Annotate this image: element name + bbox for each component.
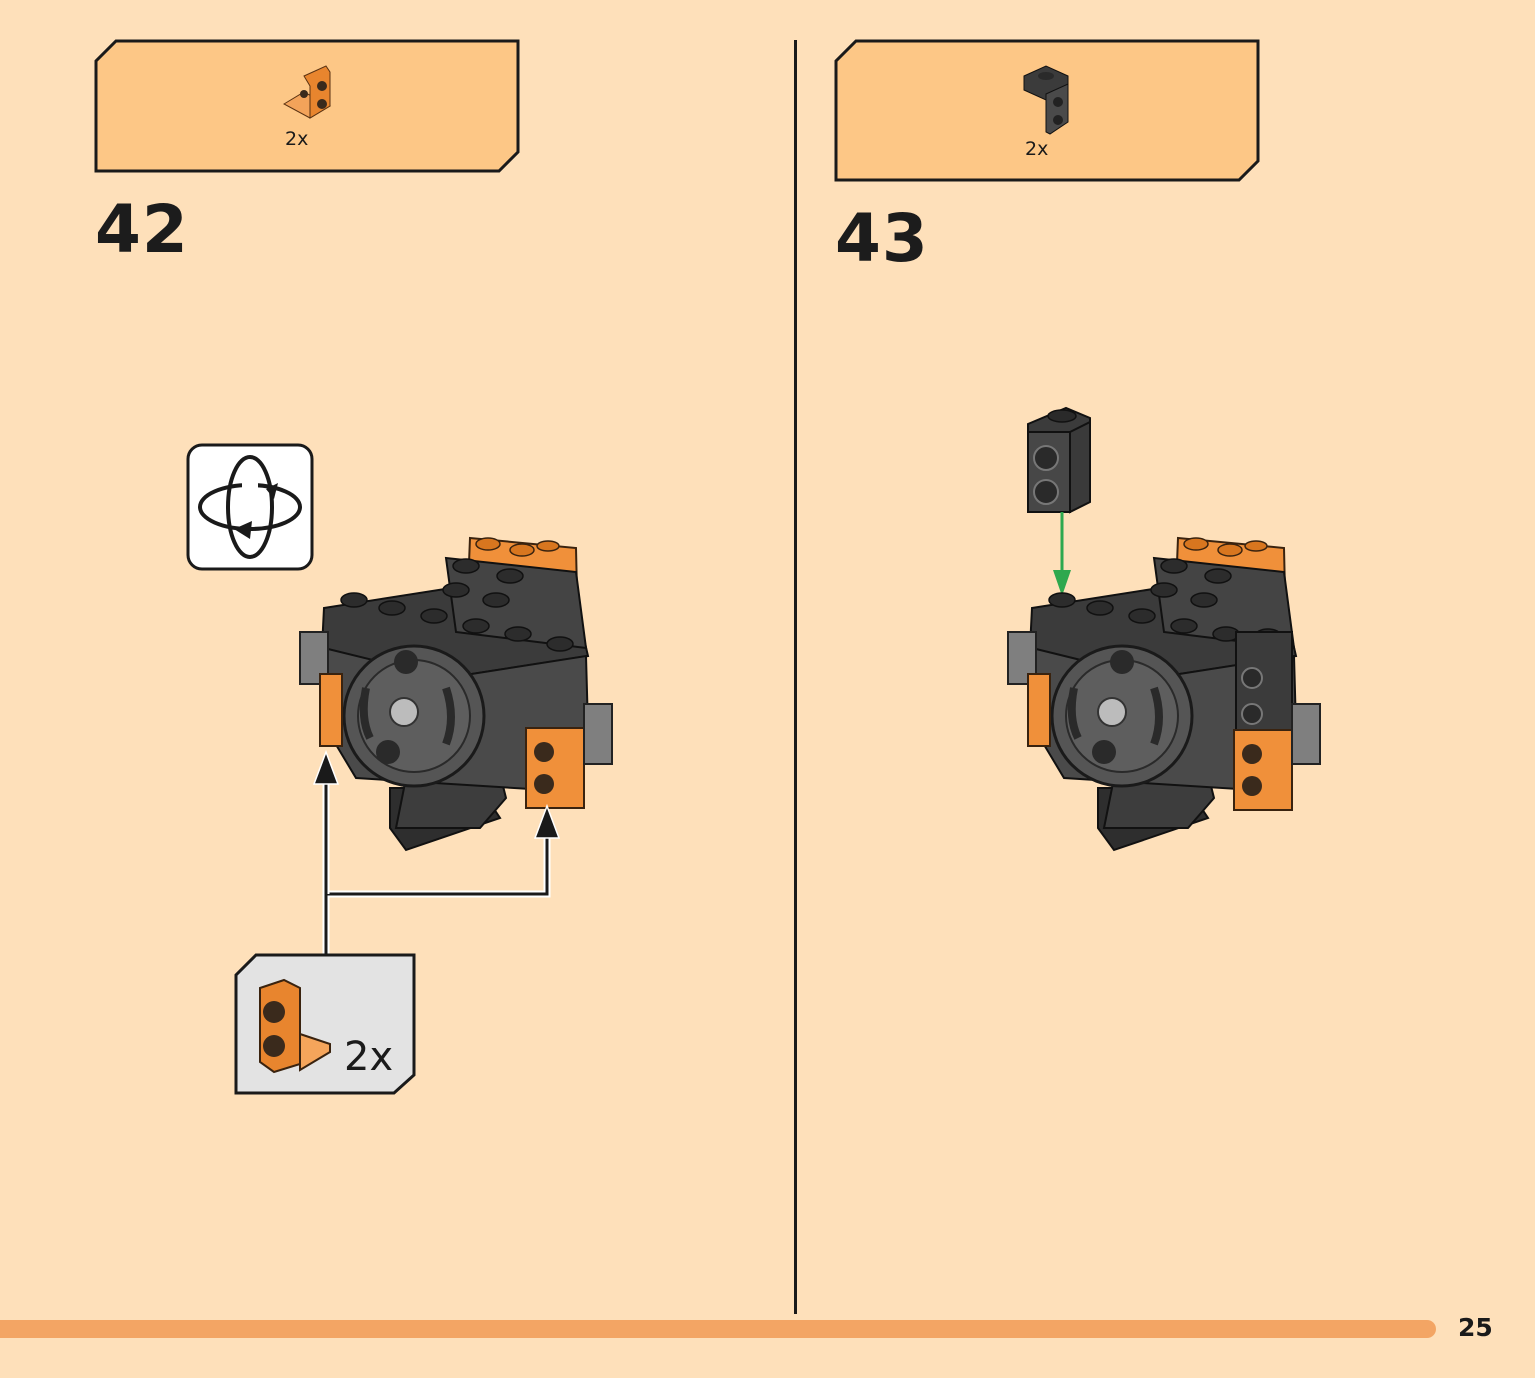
rotate-model-icon: [186, 443, 314, 571]
insert-arrow-step-43: [1053, 512, 1071, 596]
progress-bar: [0, 1320, 1436, 1338]
page-number: 25: [1458, 1313, 1493, 1342]
orange-bracket-1x2-2x2-icon: [259, 978, 331, 1074]
step-number-42: 42: [95, 191, 189, 268]
assembly-model-step-42: [299, 536, 613, 852]
part-qty-step-42: 2x: [285, 128, 309, 150]
assembly-model-step-43: [1007, 536, 1321, 852]
black-bracket-1x1-1x2-icon: [1027, 406, 1091, 514]
callout-qty-step-42: 2x: [344, 1034, 394, 1080]
part-qty-step-43: 2x: [1025, 138, 1049, 160]
step-number-43: 43: [835, 200, 929, 277]
orange-bracket-1x2-2x2-icon: [282, 65, 332, 119]
placement-arrows-step-42: [312, 749, 561, 958]
black-bracket-1x1-1x2-icon: [1023, 65, 1069, 135]
page-divider: [794, 40, 797, 1314]
